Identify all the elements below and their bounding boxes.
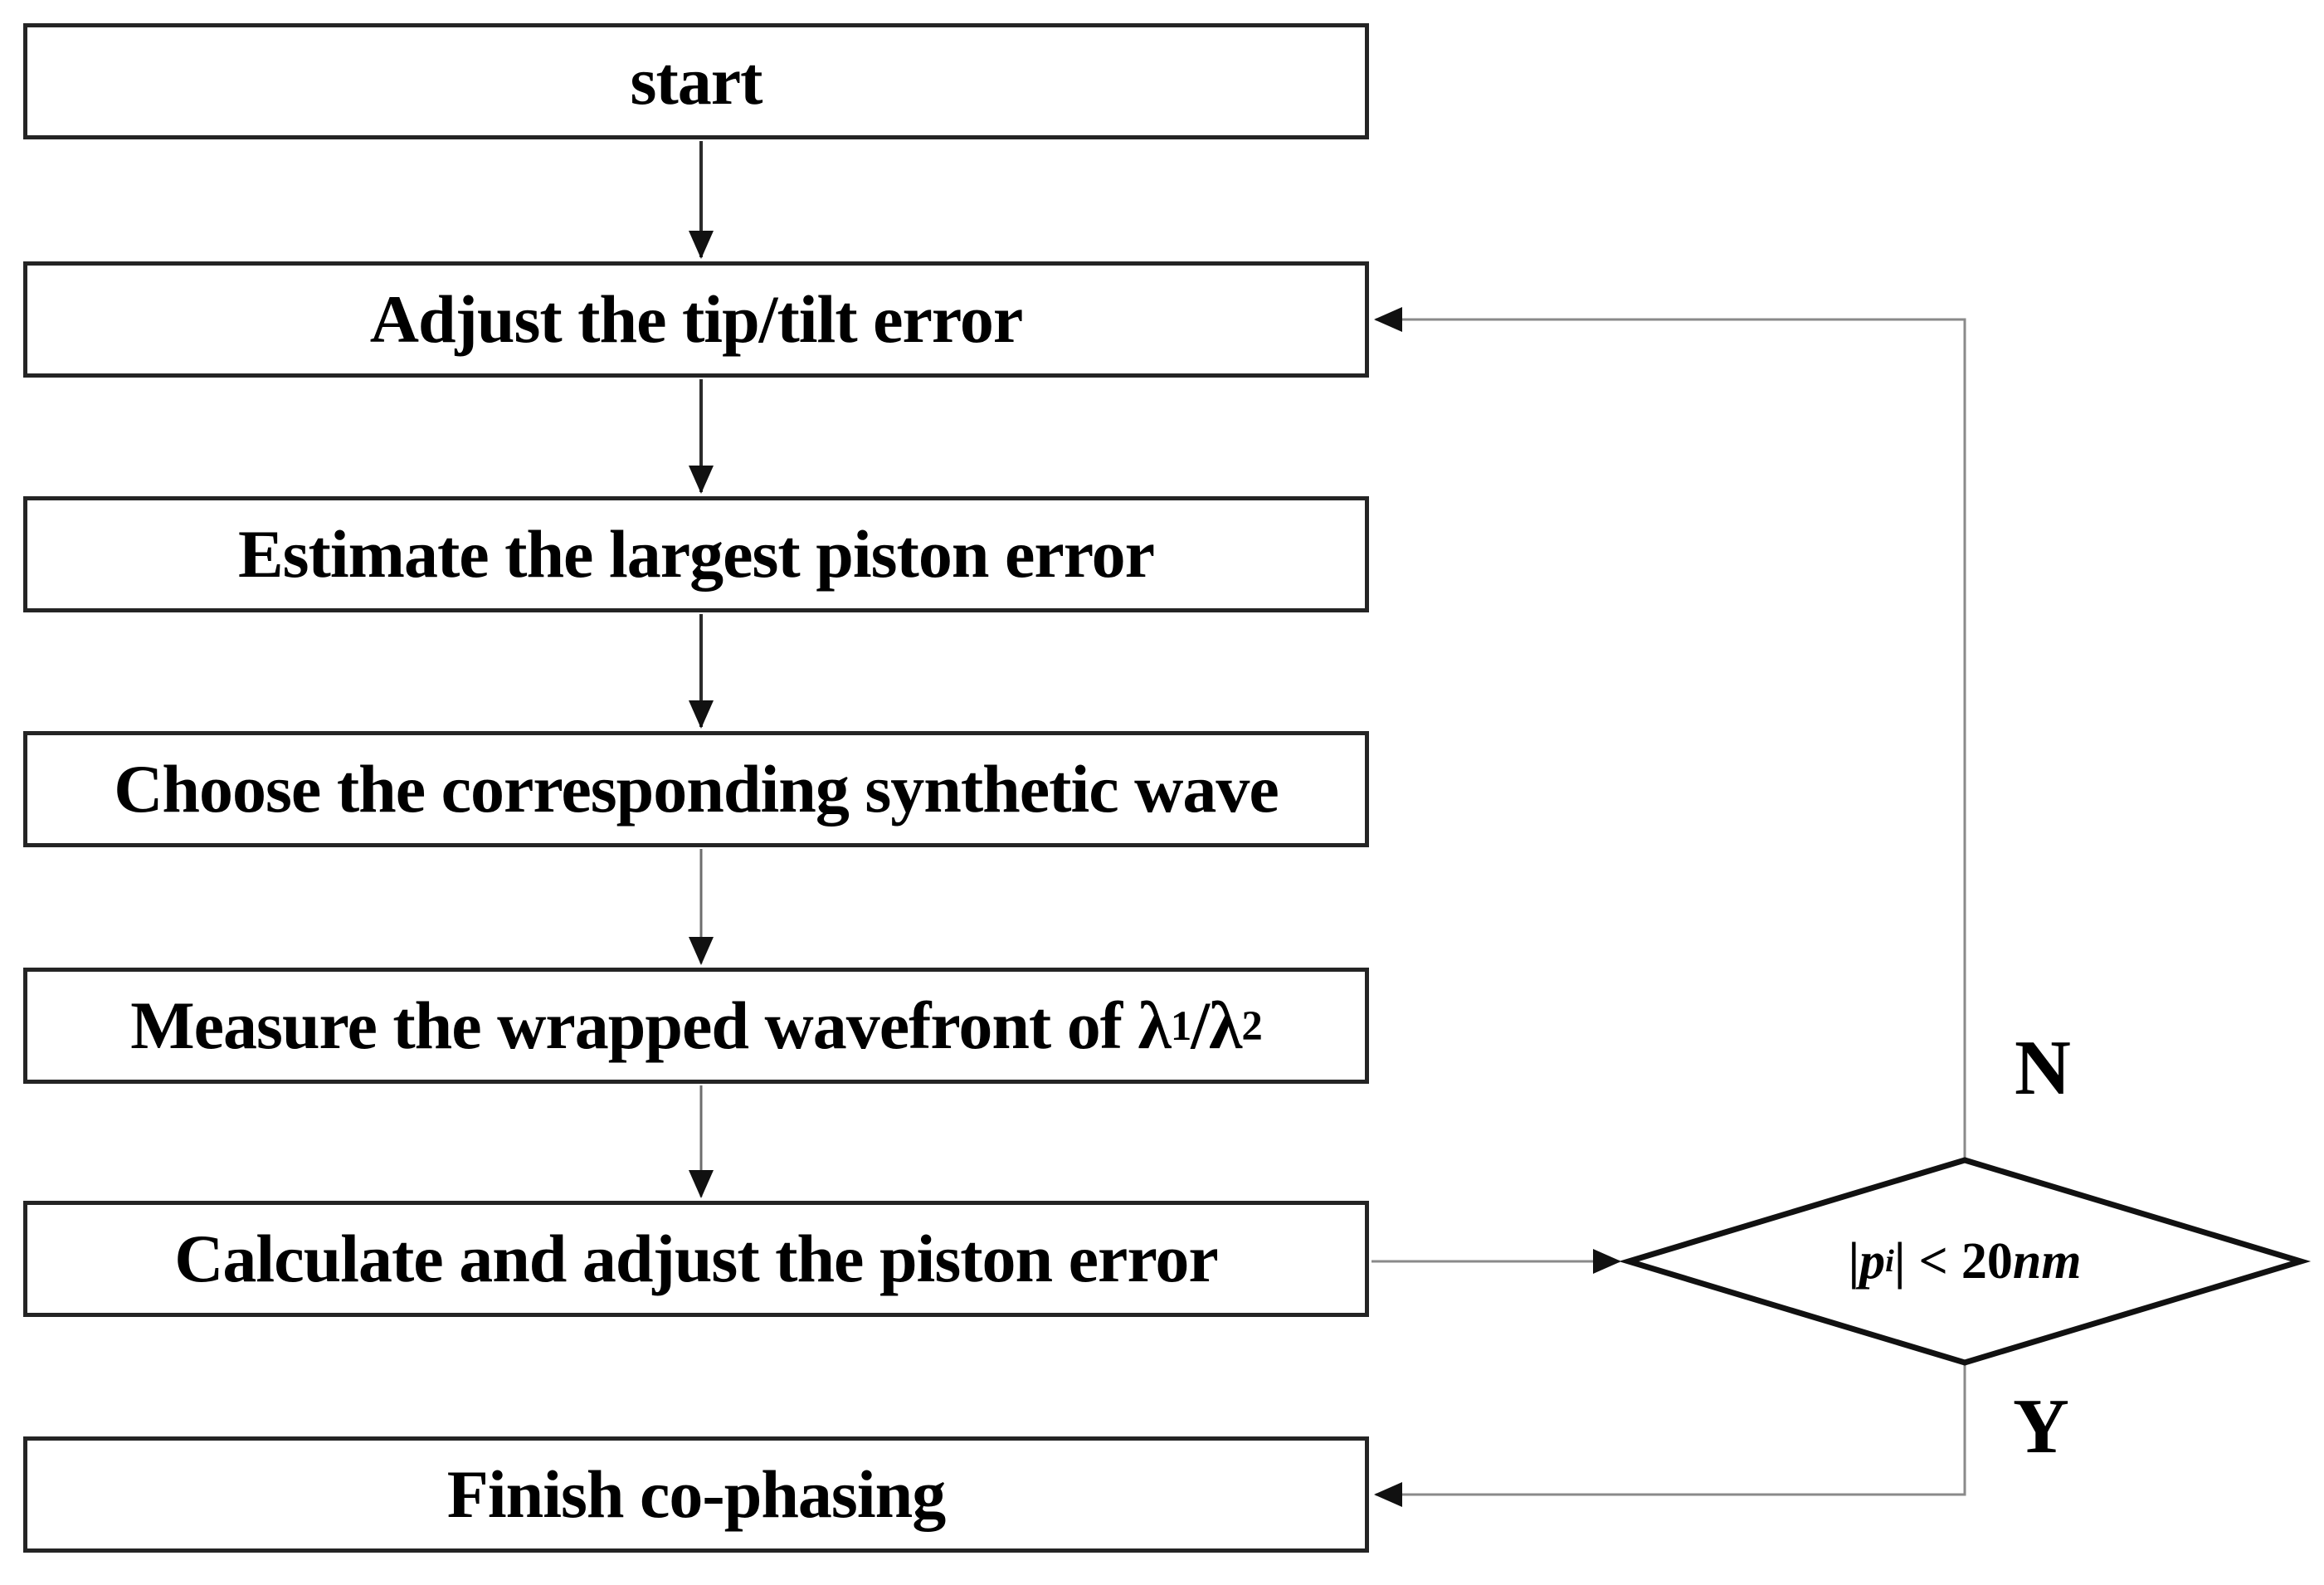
decision-unit: nm	[2012, 1232, 2082, 1290]
branch-label-no: N	[2015, 1025, 2071, 1111]
node-calculate-label: Calculate and adjust the piston error	[174, 1221, 1219, 1296]
node-calculate-adjust-piston: Calculate and adjust the piston error	[23, 1201, 1369, 1317]
node-estimate-piston-error: Estimate the largest piston error	[23, 496, 1369, 612]
edge-decision-no-loop	[1374, 307, 1966, 1162]
abs-bar-close: |	[1893, 1232, 1906, 1290]
node-adjust-tip-tilt: Adjust the tip/tilt error	[23, 261, 1369, 378]
abs-bar-open: |	[1848, 1232, 1860, 1290]
node-estimate-label: Estimate the largest piston error	[237, 516, 1155, 592]
decision-diamond	[1618, 1157, 2312, 1366]
node-finish-co-phasing: Finish co-phasing	[23, 1436, 1369, 1553]
node-finish-label: Finish co-phasing	[446, 1456, 946, 1532]
node-start-label: start	[630, 43, 763, 119]
node-measure-label-mid: /λ	[1191, 988, 1242, 1063]
decision-threshold: 20	[1961, 1232, 2013, 1290]
node-choose-label: Choose the corresponding synthetic wave	[114, 751, 1279, 827]
node-choose-synthetic-wave: Choose the corresponding synthetic wave	[23, 731, 1369, 847]
less-than-operator: <	[1918, 1232, 1948, 1290]
decision-variable: p	[1859, 1232, 1886, 1290]
node-start: start	[23, 23, 1369, 139]
branch-label-yes: Y	[2013, 1383, 2069, 1470]
node-adjust-label: Adjust the tip/tilt error	[369, 281, 1024, 357]
edge-decision-yes-loop	[1374, 1361, 1966, 1507]
node-measure-label-pre: Measure the wrapped wavefront of λ	[130, 988, 1172, 1063]
